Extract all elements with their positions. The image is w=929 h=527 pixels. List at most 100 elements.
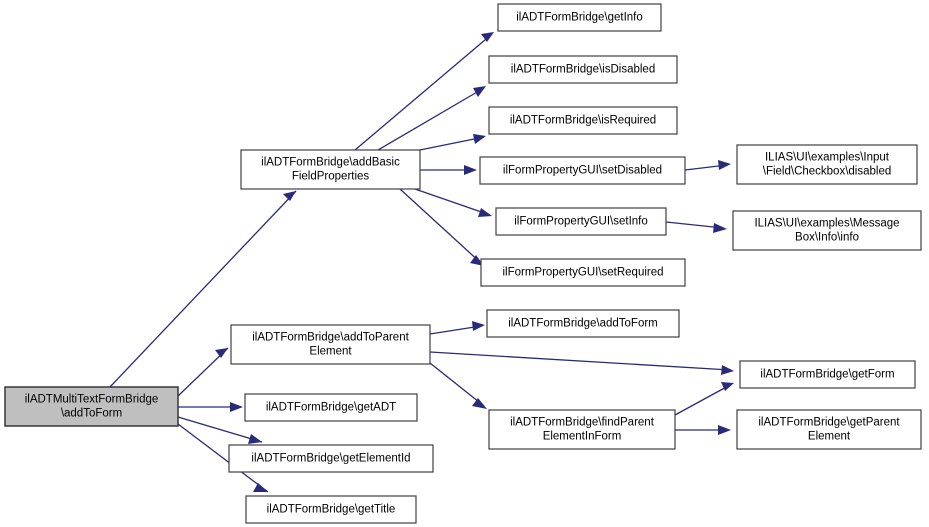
edge-line xyxy=(354,33,493,151)
edge-addToParentElement-to-addToForm xyxy=(429,321,485,335)
edge-line xyxy=(109,190,297,388)
edge-addToParentElement-to-findParentElementInForm xyxy=(429,362,487,409)
node-label: ilADTFormBridge\addToForm xyxy=(508,318,658,330)
node-box[interactable] xyxy=(736,409,922,450)
node-label: ILIAS\UI\examples\Input xyxy=(765,152,890,164)
node-box[interactable] xyxy=(240,149,421,190)
node-box[interactable] xyxy=(228,444,434,473)
arrowhead-icon xyxy=(481,32,494,42)
edge-addBasicFieldProperties-to-getInfo xyxy=(354,32,494,151)
node-label: ilADTFormBridge\getInfo xyxy=(516,12,643,24)
edge-addBasicFieldProperties-to-setDisabled xyxy=(420,165,477,175)
arrowhead-icon xyxy=(473,86,486,97)
arrowhead-icon xyxy=(473,134,486,144)
node-box[interactable] xyxy=(488,409,676,450)
edge-line xyxy=(177,416,263,443)
node-label: FieldProperties xyxy=(292,171,370,183)
node-label: ilADTFormBridge\isRequired xyxy=(510,115,656,127)
node-box[interactable] xyxy=(732,210,922,251)
edge-line xyxy=(409,136,485,153)
node-box[interactable] xyxy=(480,258,686,287)
arrowhead-icon xyxy=(718,425,731,435)
arrowhead-icon xyxy=(248,434,262,444)
arrowhead-icon xyxy=(472,398,487,409)
node-label: ilFormPropertyGUI\setDisabled xyxy=(503,165,662,177)
edge-root-to-getADT xyxy=(178,402,243,412)
edge-addBasicFieldProperties-to-isDisabled xyxy=(377,86,486,151)
edge-line xyxy=(399,188,483,265)
edge-setDisabled-to-checkboxDisabled xyxy=(684,160,731,171)
node-label: \addToForm xyxy=(61,408,122,420)
arrowhead-icon xyxy=(253,483,268,492)
node-box[interactable] xyxy=(739,360,916,389)
edge-line xyxy=(429,351,731,371)
graph-node-isRequired[interactable]: ilADTFormBridge\isRequired xyxy=(488,106,678,135)
node-box[interactable] xyxy=(230,324,431,365)
edge-root-to-addBasicFieldProperties xyxy=(109,190,297,388)
arrowhead-icon xyxy=(478,208,492,217)
graph-node-addToForm[interactable]: ilADTFormBridge\addToForm xyxy=(486,309,680,338)
node-box[interactable] xyxy=(736,144,918,185)
edge-line xyxy=(177,423,269,493)
node-label: ilADTFormBridge\addToParent xyxy=(252,332,409,344)
edge-line xyxy=(429,325,482,335)
node-label: ilADTFormBridge\getADT xyxy=(266,402,396,414)
node-label: \Field\Checkbox\disabled xyxy=(763,166,892,178)
edge-line xyxy=(674,384,731,416)
graph-node-setDisabled[interactable]: ilFormPropertyGUI\setDisabled xyxy=(479,156,686,185)
node-box[interactable] xyxy=(4,386,179,427)
node-box[interactable] xyxy=(495,207,667,236)
graph-node-getADT[interactable]: ilADTFormBridge\getADT xyxy=(244,393,418,422)
node-label: ilADTFormBridge\getElementId xyxy=(251,453,410,465)
node-box[interactable] xyxy=(488,55,678,84)
graph-node-root[interactable]: ilADTMultiTextFormBridge \addToForm xyxy=(4,386,179,427)
node-label: ilADTFormBridge\findParent xyxy=(510,417,655,429)
node-label: ilADTFormBridge\addBasic xyxy=(261,157,400,169)
edge-root-to-getTitle xyxy=(177,423,269,493)
edge-line xyxy=(665,221,724,229)
edge-setInfo-to-messageBoxInfo xyxy=(665,221,727,233)
arrowhead-icon xyxy=(721,382,734,391)
graph-node-setRequired[interactable]: ilFormPropertyGUI\setRequired xyxy=(480,258,686,287)
edge-line xyxy=(429,362,485,407)
edge-addBasicFieldProperties-to-setRequired xyxy=(399,188,484,266)
edges-layer xyxy=(109,32,734,493)
arrowhead-icon xyxy=(721,365,734,375)
node-label: ilADTFormBridge\getParent xyxy=(758,417,900,429)
edge-line xyxy=(414,188,491,216)
graph-node-setInfo[interactable]: ilFormPropertyGUI\setInfo xyxy=(495,207,667,236)
node-label: ilADTMultiTextFormBridge xyxy=(25,394,159,406)
edge-root-to-getElementId xyxy=(177,416,263,444)
node-box[interactable] xyxy=(488,106,678,135)
node-box[interactable] xyxy=(244,393,418,422)
arrowhead-icon xyxy=(718,160,731,170)
arrowhead-icon xyxy=(713,223,727,233)
node-box[interactable] xyxy=(497,3,662,32)
arrowhead-icon xyxy=(215,348,228,358)
graph-node-getTitle[interactable]: ilADTFormBridge\getTitle xyxy=(245,495,417,524)
graph-node-isDisabled[interactable]: ilADTFormBridge\isDisabled xyxy=(488,55,678,84)
edge-addBasicFieldProperties-to-isRequired xyxy=(409,134,486,153)
arrowhead-icon xyxy=(472,321,485,331)
arrowhead-icon xyxy=(464,165,477,175)
graph-node-getElementId[interactable]: ilADTFormBridge\getElementId xyxy=(228,444,434,473)
node-box[interactable] xyxy=(245,495,417,524)
nodes-layer: ilADTMultiTextFormBridge \addToForm ilADTF… xyxy=(4,3,922,524)
node-label: ilADTFormBridge\isDisabled xyxy=(511,64,655,76)
node-label: ilFormPropertyGUI\setInfo xyxy=(514,216,648,228)
node-box[interactable] xyxy=(486,309,680,338)
graph-node-checkboxDisabled[interactable]: ILIAS\UI\examples\Input \Field\Checkbox\d… xyxy=(736,144,918,185)
edge-addToParentElement-to-getForm xyxy=(429,351,734,375)
graph-node-getInfo[interactable]: ilADTFormBridge\getInfo xyxy=(497,3,662,32)
graph-node-getForm[interactable]: ilADTFormBridge\getForm xyxy=(739,360,916,389)
arrowhead-icon xyxy=(283,191,296,201)
node-label: ElementInForm xyxy=(543,431,622,443)
node-box[interactable] xyxy=(479,156,686,185)
